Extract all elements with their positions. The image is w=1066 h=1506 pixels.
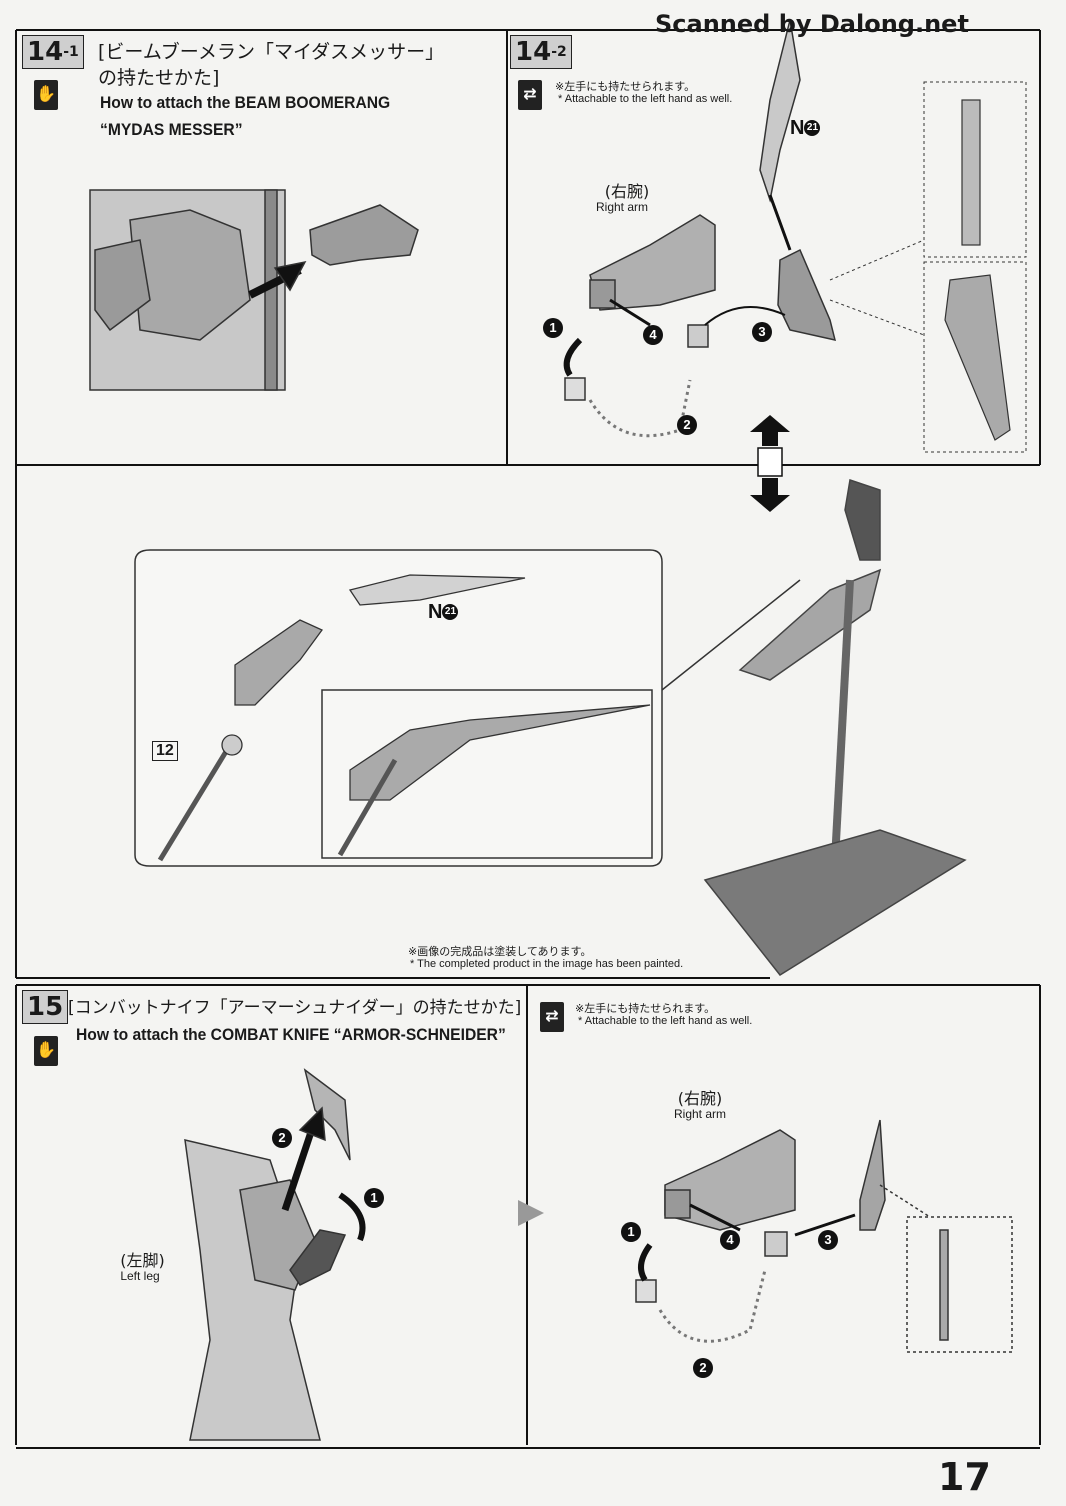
leg-step-marker-1: 1: [364, 1188, 384, 1208]
painted-note-jp: ※画像の完成品は塗装してあります。: [408, 945, 592, 958]
arm-illustration: [563, 19, 837, 438]
arrow-triangle: [518, 1200, 544, 1226]
swap-hand-icon-15: ⇄: [540, 1002, 564, 1032]
right-arm-label-en: Right arm: [595, 200, 648, 214]
swap-hand-icon: ⇄: [518, 80, 542, 110]
step-14-2-note-en: * Attachable to the left hand as well.: [558, 93, 733, 105]
page-number: 17: [938, 1455, 991, 1499]
step15-marker-4: 4: [720, 1230, 740, 1250]
step-number-14-2: 14-2: [510, 35, 572, 69]
step-15-title-jp: [コンバットナイフ「アーマーシュナイダー」の持たせかた]: [68, 998, 522, 1018]
right-arm-label-en-15: Right arm: [673, 1107, 726, 1121]
step-number-14-1: 14-1: [22, 35, 84, 69]
leg-illustration: [184, 1068, 366, 1441]
watermark: Scanned by Dalong.net: [655, 10, 969, 38]
step15-marker-3: 3: [818, 1230, 838, 1250]
step-14-1-title-jp: [ビームブーメラン「マイダスメッサー」: [98, 41, 445, 63]
step-14-1-title-en: How to attach the BEAM BOOMERANG: [100, 93, 391, 112]
swap-arrow-graphic: [750, 415, 790, 512]
left-leg-label-jp: (左脚): [120, 1251, 165, 1270]
step15-marker-1: 1: [621, 1222, 641, 1242]
right-arm-label-jp-15: (右腕): [677, 1089, 723, 1108]
step-14-2-note-jp: ※左手にも持たせられます。: [555, 80, 696, 93]
step-marker-2: 2: [677, 415, 697, 435]
step-marker-1: 1: [543, 318, 563, 338]
step-number-15: 15: [22, 990, 69, 1024]
step-14-1-title-en-2: “MYDAS MESSER”: [100, 120, 243, 139]
hand-icon-15: ✋: [34, 1036, 58, 1066]
step15-marker-2: 2: [693, 1358, 713, 1378]
step-14-1-title-jp-2: の持たせかた]: [98, 67, 220, 89]
part-ref-12: 12: [152, 741, 178, 761]
step-15-title-en: How to attach the COMBAT KNIFE “ARMOR-SC…: [76, 1025, 506, 1044]
step-15-note-jp: ※左手にも持たせられます。: [575, 1002, 716, 1015]
right-arm-illustration-15: [635, 1119, 1013, 1353]
leg-step-marker-2: 2: [272, 1128, 292, 1148]
robot-illustration: [89, 189, 419, 391]
step-marker-4: 4: [643, 325, 663, 345]
painted-note-en: * The completed product in the image has…: [410, 958, 684, 970]
hand-icon: ✋: [34, 80, 58, 110]
zoom-callout: [134, 549, 801, 867]
left-leg-label-en: Left leg: [120, 1269, 160, 1283]
detail-boxes: [829, 81, 1027, 453]
action-base-illustration: [703, 479, 967, 976]
step-15-note-en: * Attachable to the left hand as well.: [578, 1015, 753, 1027]
right-arm-label-jp: (右腕): [604, 182, 650, 201]
step-marker-3: 3: [752, 322, 772, 342]
